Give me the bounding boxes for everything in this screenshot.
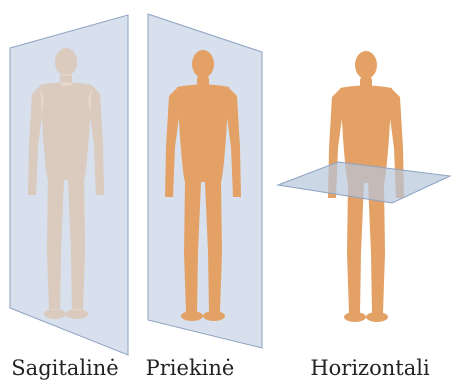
caption-frontal: Priekinė [146,356,235,380]
caption-sagittal: Sagitalinė [11,356,118,380]
frontal-figure [148,14,262,348]
sagittal-figure [10,15,128,355]
horizontal-figure [278,51,450,322]
horizontal-plane [278,162,450,203]
caption-horizontal: Horizontali [310,356,429,380]
